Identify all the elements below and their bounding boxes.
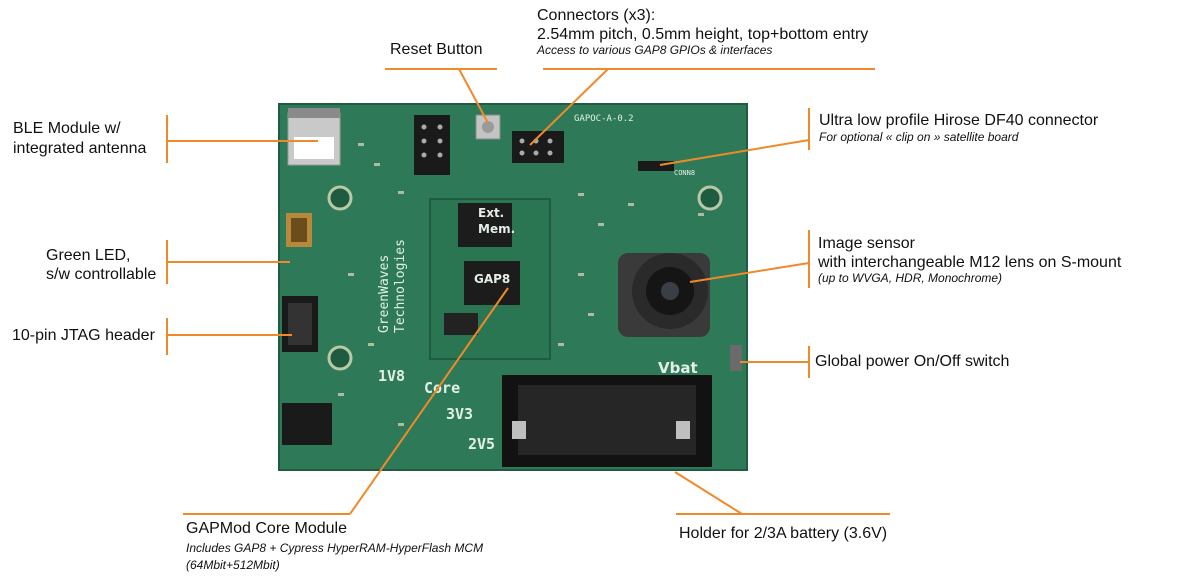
hirose-label: Ultra low profile Hirose DF40 connector xyxy=(819,112,1099,129)
hirose-connector xyxy=(638,161,674,171)
silk-gap8: GAP8 xyxy=(474,272,510,286)
gapmod-label: GAPMod Core Module xyxy=(186,520,347,537)
silk-core: Core xyxy=(424,379,460,397)
connectors-subtitle: Access to various GAP8 GPIOs & interface… xyxy=(537,43,773,57)
connectors-spec: 2.54mm pitch, 0.5mm height, top+bottom e… xyxy=(537,26,869,43)
ble-label-line2: integrated antenna xyxy=(13,140,147,157)
gapmod-subtitle-2: (64Mbit+512Mbit) xyxy=(186,558,280,572)
silk-brand-2: Technologies xyxy=(393,239,408,333)
silk-conn8: CONN8 xyxy=(674,169,695,177)
hirose-subtitle: For optional « clip on » satellite board xyxy=(819,130,1019,144)
image-sensor-subtitle: (up to WVGA, HDR, Monochrome) xyxy=(818,271,1003,285)
silk-3v3: 3V3 xyxy=(446,405,473,423)
silk-1v8: 1V8 xyxy=(378,367,405,385)
silk-ext: Ext. xyxy=(478,206,504,220)
mounting-hole xyxy=(697,185,723,211)
silk-2v5: 2V5 xyxy=(468,435,495,453)
silk-mem: Mem. xyxy=(478,222,515,236)
gap8-chip xyxy=(464,261,520,305)
ext-mem-chip xyxy=(458,203,512,247)
image-sensor-label-line2: with interchangeable M12 lens on S-mount xyxy=(818,254,1122,271)
image-sensor-label-line1: Image sensor xyxy=(818,235,915,252)
connector-1 xyxy=(414,115,450,175)
reset-button-label: Reset Button xyxy=(390,41,483,58)
connector-3 xyxy=(282,403,332,445)
power-switch-label: Global power On/Off switch xyxy=(815,353,1010,370)
silk-revision: GAPOC-A-0.2 xyxy=(574,114,634,124)
power-switch-part xyxy=(730,345,742,371)
mounting-hole xyxy=(327,185,353,211)
silk-brand-1: GreenWaves xyxy=(377,255,392,333)
silk-vbat: Vbat xyxy=(658,359,698,377)
green-led-label-line1: Green LED, xyxy=(46,247,131,264)
mounting-hole xyxy=(327,345,353,371)
connectors-title: Connectors (x3): xyxy=(537,7,656,24)
jtag-label: 10-pin JTAG header xyxy=(12,327,155,344)
battery-label: Holder for 2/3A battery (3.6V) xyxy=(679,525,888,542)
ble-label-line1: BLE Module w/ xyxy=(13,120,121,137)
green-led-label-line2: s/w controllable xyxy=(46,266,157,283)
gapmod-subtitle-1: Includes GAP8 + Cypress HyperRAM-HyperFl… xyxy=(186,541,484,555)
